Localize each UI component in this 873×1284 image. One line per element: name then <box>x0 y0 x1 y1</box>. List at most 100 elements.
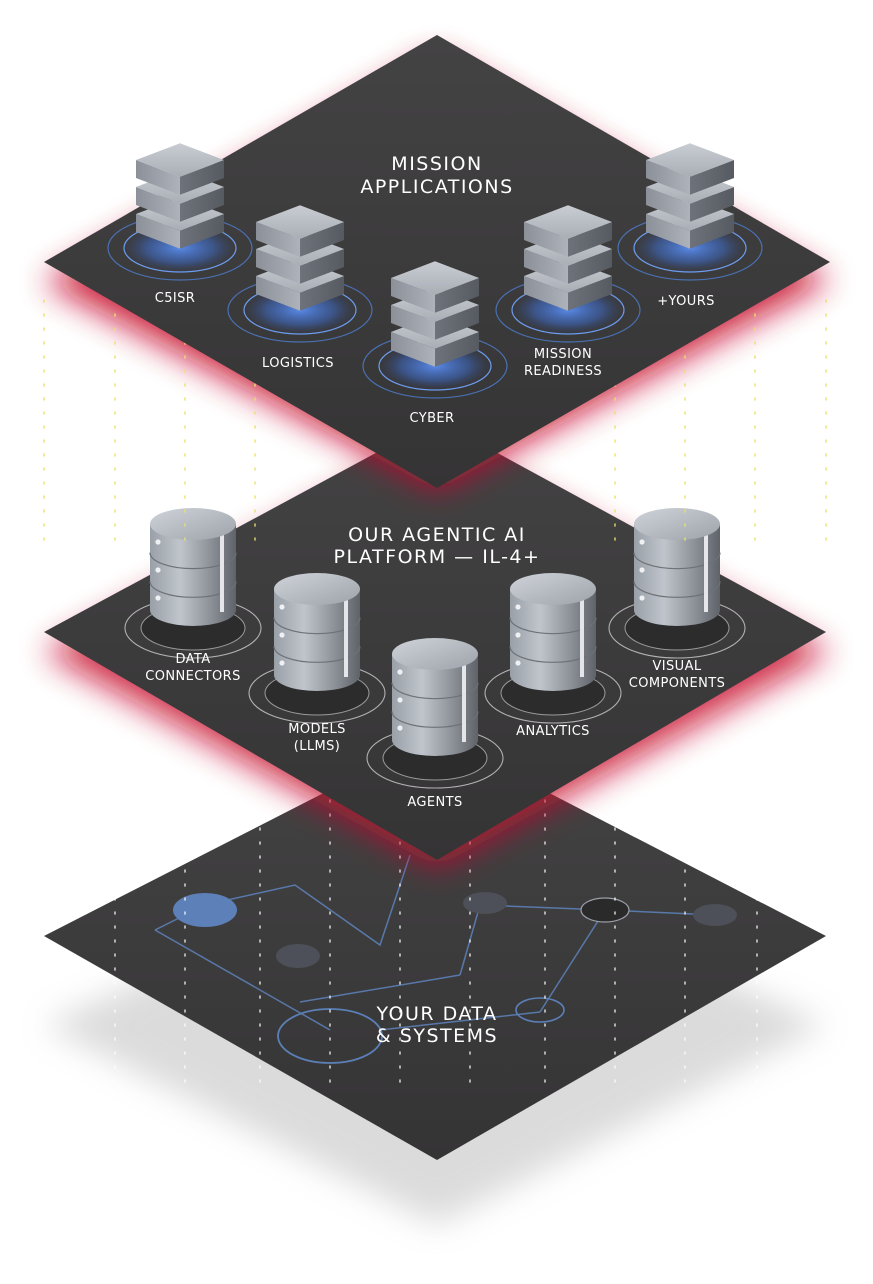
component-agents-label: AGENTS <box>407 795 462 810</box>
db-body <box>392 654 478 756</box>
db-highlight <box>704 530 708 612</box>
app-c5isr: C5ISR <box>107 143 253 306</box>
component-analytics: ANALYTICS <box>484 573 622 739</box>
app-mission-readiness: MISSION READINESS <box>495 205 641 379</box>
server-plate-top <box>524 205 612 239</box>
app-logistics: LOGISTICS <box>227 205 373 371</box>
db-led <box>397 669 403 675</box>
top-applications: C5ISR LOGISTICS CYBER MISSION READINESS +YOUR… <box>107 143 763 426</box>
db-led <box>639 539 645 545</box>
server-plate-left <box>256 249 300 284</box>
db-led <box>397 725 403 731</box>
db-top <box>150 508 236 540</box>
layer-top: C5ISR LOGISTICS CYBER MISSION READINESS +YOUR… <box>43 35 830 541</box>
db-highlight <box>344 595 348 677</box>
db-top <box>274 573 360 605</box>
db-top <box>634 508 720 540</box>
server-plate-right <box>300 222 344 257</box>
network-link <box>379 1011 541 1031</box>
db-band <box>633 581 721 598</box>
server-plate-right <box>300 276 344 311</box>
server-plate-right <box>300 249 344 284</box>
network-node-ring <box>515 997 565 1023</box>
server-plate-left <box>391 305 435 340</box>
component-data-connectors-label: CONNECTORS <box>145 669 241 684</box>
middle-title-line2: PLATFORM — IL-4+ <box>334 546 541 568</box>
server-plate-left <box>646 160 690 195</box>
network-node <box>693 904 737 926</box>
app-yours: +YOURS <box>617 143 763 309</box>
db-led <box>279 632 285 638</box>
top-plane <box>44 35 830 488</box>
db-top <box>392 638 478 670</box>
network-node <box>276 944 320 968</box>
server-plate-left <box>646 187 690 222</box>
data-network <box>154 854 737 1064</box>
component-models-label: (LLMS) <box>294 739 341 754</box>
network-link <box>204 854 411 947</box>
db-body <box>510 589 596 691</box>
network-node-ring-large <box>277 1008 383 1064</box>
network-node <box>463 892 507 914</box>
server-plate-right <box>435 332 479 367</box>
server-plate-right <box>180 187 224 222</box>
middle-title-line1: OUR AGENTIC AI <box>348 524 526 546</box>
server-plate-left <box>136 214 180 249</box>
server-plate-right <box>435 278 479 313</box>
db-led <box>155 539 161 545</box>
server-plate-right <box>568 276 612 311</box>
server-plate-right <box>568 222 612 257</box>
db-led <box>155 567 161 573</box>
app-yours-label: +YOURS <box>657 294 715 309</box>
db-band <box>509 646 597 663</box>
server-plate-right <box>435 305 479 340</box>
db-body <box>634 524 720 626</box>
server-plate-top <box>391 261 479 295</box>
db-led <box>639 567 645 573</box>
server-plate-left <box>391 332 435 367</box>
db-led <box>279 660 285 666</box>
component-analytics-label: ANALYTICS <box>516 724 590 739</box>
top-title-line2: APPLICATIONS <box>360 176 513 198</box>
bottom-title-line2: & SYSTEMS <box>376 1025 498 1047</box>
top-title-line1: MISSION <box>391 153 482 175</box>
server-plate-top <box>256 205 344 239</box>
server-plate-right <box>690 214 734 249</box>
component-visual-components-label: VISUAL <box>652 659 701 674</box>
server-plate-right <box>180 160 224 195</box>
middle-components: DATA CONNECTORS MODELS (LLMS) AGENTS ANALYTIC… <box>124 508 746 810</box>
db-led <box>515 660 521 666</box>
network-node-large <box>173 893 237 927</box>
db-band <box>509 617 597 635</box>
component-data-connectors: DATA CONNECTORS <box>124 508 262 684</box>
server-plate-left <box>256 276 300 311</box>
app-logistics-label: LOGISTICS <box>262 356 334 371</box>
network-link <box>539 909 606 1013</box>
db-band <box>273 617 361 635</box>
server-plate-left <box>524 276 568 311</box>
db-highlight <box>462 660 466 742</box>
db-top <box>510 573 596 605</box>
component-visual-components-label: COMPONENTS <box>629 676 725 691</box>
server-plate-right <box>180 214 224 249</box>
app-cyber: CYBER <box>362 261 508 426</box>
db-led <box>279 604 285 610</box>
bottom-title-line1: YOUR DATA <box>375 1003 497 1025</box>
server-plate-left <box>391 278 435 313</box>
db-led <box>639 595 645 601</box>
db-led <box>515 604 521 610</box>
component-models-label: MODELS <box>288 722 346 737</box>
server-plate-top <box>646 143 734 177</box>
bottom-plane <box>44 735 826 1160</box>
component-visual-components: VISUAL COMPONENTS <box>608 508 746 691</box>
component-models: MODELS (LLMS) <box>248 573 386 754</box>
app-mission-readiness-label: MISSION <box>534 347 592 362</box>
network-node <box>580 897 630 923</box>
db-band <box>149 552 237 570</box>
layer-bottom <box>44 735 826 1160</box>
component-data-connectors-label: DATA <box>175 652 210 667</box>
db-band <box>633 552 721 570</box>
app-mission-readiness-label: READINESS <box>524 364 602 379</box>
server-plate-top <box>136 143 224 177</box>
